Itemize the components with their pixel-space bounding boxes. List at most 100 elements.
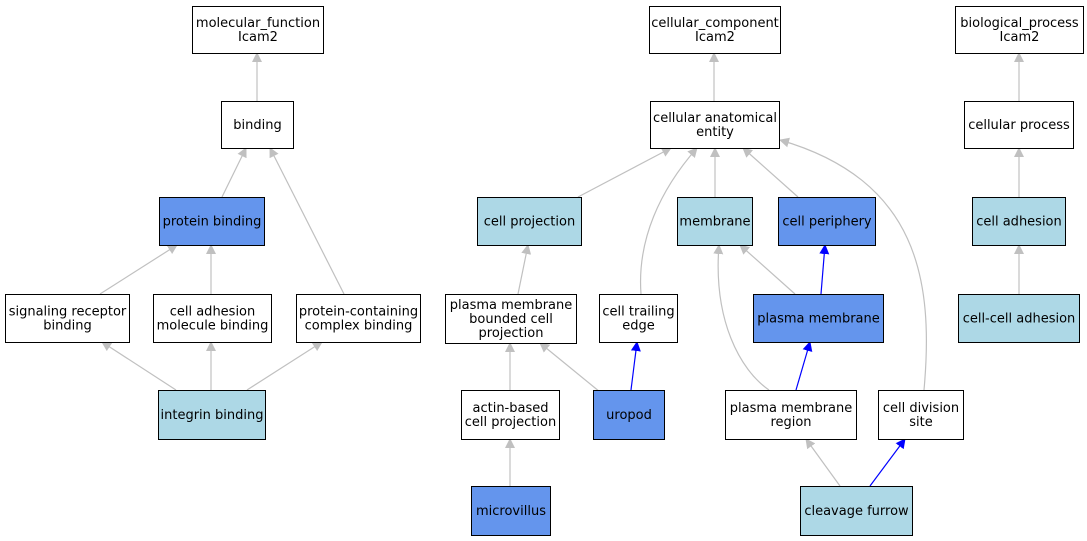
node-periphery[interactable]: cell periphery bbox=[778, 197, 876, 246]
edge-furrow-to-pmr bbox=[805, 438, 841, 487]
node-label: microvillus bbox=[476, 504, 546, 519]
node-box bbox=[753, 294, 884, 343]
node-box bbox=[878, 390, 964, 440]
node-label: cleavage furrow bbox=[804, 504, 909, 519]
edge-furrow-to-cds bbox=[869, 438, 906, 487]
node-label: membrane bbox=[679, 215, 750, 230]
edge-uropod-to-trailing bbox=[630, 341, 641, 391]
node-label: uropod bbox=[606, 408, 652, 423]
node-label: protein-containing bbox=[299, 305, 418, 320]
edge-cell_proj-to-cae bbox=[577, 147, 672, 198]
edge-integrin-to-pcc_binding bbox=[246, 341, 323, 391]
edge-line bbox=[819, 244, 830, 295]
node-label: entity bbox=[696, 125, 734, 140]
edge-integrin-to-signaling bbox=[101, 341, 177, 391]
node-box bbox=[461, 390, 560, 440]
node-label: Icam2 bbox=[238, 30, 278, 45]
node-box bbox=[972, 197, 1066, 246]
node-label: protein binding bbox=[163, 215, 262, 230]
node-label: site bbox=[909, 415, 932, 430]
node-label: edge bbox=[622, 319, 655, 334]
node-membrane[interactable]: membrane bbox=[677, 197, 753, 246]
node-box bbox=[778, 197, 876, 246]
node-box bbox=[599, 294, 678, 343]
edge-line bbox=[269, 147, 345, 295]
edge-pmbcp-to-cell_proj bbox=[517, 244, 532, 295]
edge-pm-to-periphery bbox=[819, 244, 830, 295]
node-box bbox=[221, 101, 294, 149]
node-label: cell trailing bbox=[602, 305, 674, 320]
node-box bbox=[159, 197, 265, 246]
node-cadh[interactable]: cell adhesion bbox=[972, 197, 1066, 246]
edge-trailing-to-cae bbox=[639, 147, 698, 295]
node-box bbox=[593, 390, 665, 440]
node-integrin[interactable]: integrin binding bbox=[158, 390, 266, 440]
edge-line bbox=[539, 342, 601, 393]
node-cproc[interactable]: cellular process bbox=[964, 101, 1074, 149]
edge-uropod-to-pmbcp bbox=[539, 342, 601, 393]
edge-signaling-to-protein_binding bbox=[99, 244, 178, 295]
node-label: biological_process bbox=[960, 16, 1079, 31]
node-label: cell-cell adhesion bbox=[963, 312, 1076, 327]
edge-line bbox=[779, 137, 928, 391]
edge-line bbox=[99, 244, 178, 295]
node-box bbox=[445, 294, 577, 344]
node-pm[interactable]: plasma membrane bbox=[753, 294, 884, 343]
edge-periphery-to-cae bbox=[742, 147, 799, 198]
edge-line bbox=[639, 147, 698, 295]
edge-cds-to-cae bbox=[779, 137, 928, 391]
edge-line bbox=[577, 147, 672, 198]
edge-line bbox=[869, 438, 906, 487]
node-label: cellular anatomical bbox=[653, 111, 777, 126]
node-label: molecular_function bbox=[196, 16, 320, 31]
node-label: molecule binding bbox=[157, 319, 269, 334]
node-box bbox=[296, 294, 421, 343]
node-cell-proj[interactable]: cell projection bbox=[477, 197, 582, 246]
node-furrow[interactable]: cleavage furrow bbox=[800, 486, 913, 536]
node-box bbox=[649, 6, 781, 54]
node-label: cell periphery bbox=[782, 215, 872, 230]
node-box bbox=[477, 197, 582, 246]
node-box bbox=[964, 101, 1074, 149]
node-box bbox=[158, 390, 266, 440]
node-label: actin-based bbox=[473, 401, 549, 416]
node-box bbox=[650, 101, 780, 149]
edge-line bbox=[739, 244, 796, 295]
node-label: cellular process bbox=[968, 118, 1070, 133]
node-label: bounded cell bbox=[469, 312, 553, 327]
edge-pmr-to-pm bbox=[795, 341, 813, 391]
node-uropod[interactable]: uropod bbox=[593, 390, 665, 440]
edge-line bbox=[713, 244, 770, 391]
node-label: Icam2 bbox=[1000, 30, 1040, 45]
edge-line bbox=[246, 341, 323, 391]
edge-line bbox=[742, 147, 799, 198]
node-label: plasma membrane bbox=[757, 312, 880, 327]
node-ccadh[interactable]: cell-cell adhesion bbox=[958, 294, 1080, 343]
node-label: region bbox=[770, 415, 811, 430]
node-label: Icam2 bbox=[695, 30, 735, 45]
node-protein-binding[interactable]: protein binding bbox=[159, 197, 265, 246]
node-label: integrin binding bbox=[161, 408, 264, 423]
node-label: cell projection bbox=[484, 215, 575, 230]
edge-protein_binding-to-binding bbox=[221, 147, 247, 198]
node-binding[interactable]: binding bbox=[221, 101, 294, 149]
node-label: binding bbox=[43, 319, 91, 334]
node-microvillus[interactable]: microvillus bbox=[471, 486, 551, 536]
edge-line bbox=[517, 244, 532, 295]
node-box bbox=[725, 390, 857, 440]
node-box bbox=[192, 6, 324, 54]
